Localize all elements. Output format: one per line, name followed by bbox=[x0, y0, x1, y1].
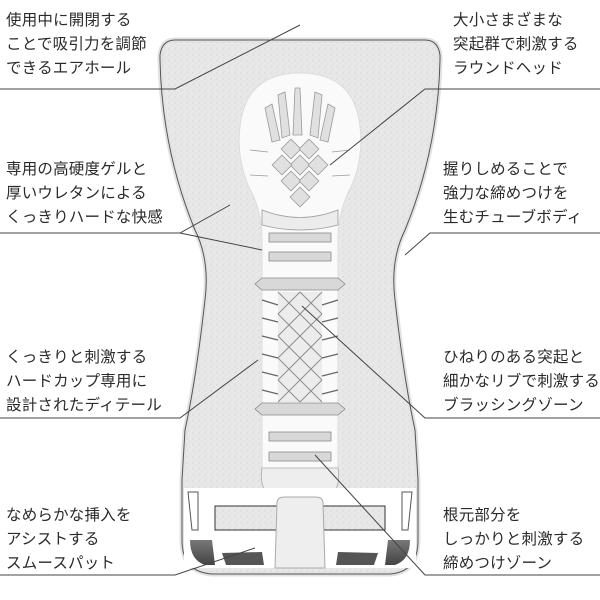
label-brushing-zone: ひねりのある突起と 細かなリブで刺激する ブラッシングゾーン bbox=[443, 345, 600, 417]
label-line: 生むチューブボディ bbox=[443, 208, 583, 226]
brushing-zone-lattice bbox=[261, 291, 339, 403]
label-line: ことで吸引力を調節 bbox=[6, 35, 147, 53]
label-line: ラウンドヘッド bbox=[453, 59, 563, 77]
label-line: 大小さまざまな bbox=[453, 11, 563, 29]
label-line: 締めつけゾーン bbox=[443, 554, 553, 572]
leader-tightening-zone bbox=[314, 454, 600, 576]
label-tightening-zone: 根元部分を しっかりと刺激する 締めつけゾーン bbox=[443, 503, 584, 575]
round-head-nubs bbox=[249, 87, 351, 231]
leader-detail bbox=[0, 359, 259, 419]
label-line: アシストする bbox=[6, 530, 100, 548]
label-tube-body: 握りしめることで 強力な締めつけを 生むチューブボディ bbox=[443, 157, 582, 229]
label-line: 強力な締めつけを bbox=[443, 184, 569, 202]
leader-lines bbox=[0, 24, 600, 576]
label-line: 握りしめることで bbox=[443, 160, 569, 178]
leader-smooth-pad bbox=[0, 547, 256, 576]
leader-hard-gel-b bbox=[179, 232, 263, 251]
label-line: 細かなリブで刺激する bbox=[443, 372, 600, 390]
label-line: 根元部分を bbox=[443, 506, 522, 524]
leader-tube-body bbox=[404, 232, 600, 256]
label-line: 設計されたディテール bbox=[6, 396, 162, 414]
label-line: 使用中に開閉する bbox=[6, 11, 132, 29]
label-round-head: 大小さまざまな 突起群で刺激する ラウンドヘッド bbox=[453, 8, 579, 80]
cap-assembly bbox=[184, 488, 416, 569]
label-line: 厚いウレタンによる bbox=[6, 184, 147, 202]
ribs bbox=[254, 232, 346, 462]
label-line: ブラッシングゾーン bbox=[443, 396, 584, 414]
label-smooth-pad: なめらかな挿入を アシストする スムースパット bbox=[6, 503, 132, 575]
label-detail: くっきりと刺激する ハードカップ専用に 設計されたディテール bbox=[6, 345, 162, 417]
label-hard-gel: 専用の高硬度ゲルと 厚いウレタンによる くっきりハードな快感 bbox=[6, 157, 163, 229]
label-air-hole: 使用中に開閉する ことで吸引力を調節 できるエアホール bbox=[6, 8, 147, 80]
label-line: しっかりと刺激する bbox=[443, 530, 585, 548]
label-line: くっきりハードな快感 bbox=[6, 208, 164, 226]
leader-air-hole bbox=[0, 24, 301, 90]
label-line: なめらかな挿入を bbox=[6, 506, 132, 524]
label-line: できるエアホール bbox=[6, 59, 132, 77]
label-line: 突起群で刺激する bbox=[453, 35, 579, 53]
label-line: ハードカップ専用に bbox=[6, 372, 148, 390]
leader-brushing-zone bbox=[301, 305, 600, 419]
label-line: 専用の高硬度ゲルと bbox=[6, 160, 148, 178]
label-line: スムースパット bbox=[6, 554, 116, 572]
label-line: ひねりのある突起と bbox=[443, 348, 585, 366]
leader-round-head bbox=[329, 88, 600, 166]
label-line: くっきりと刺激する bbox=[6, 348, 148, 366]
